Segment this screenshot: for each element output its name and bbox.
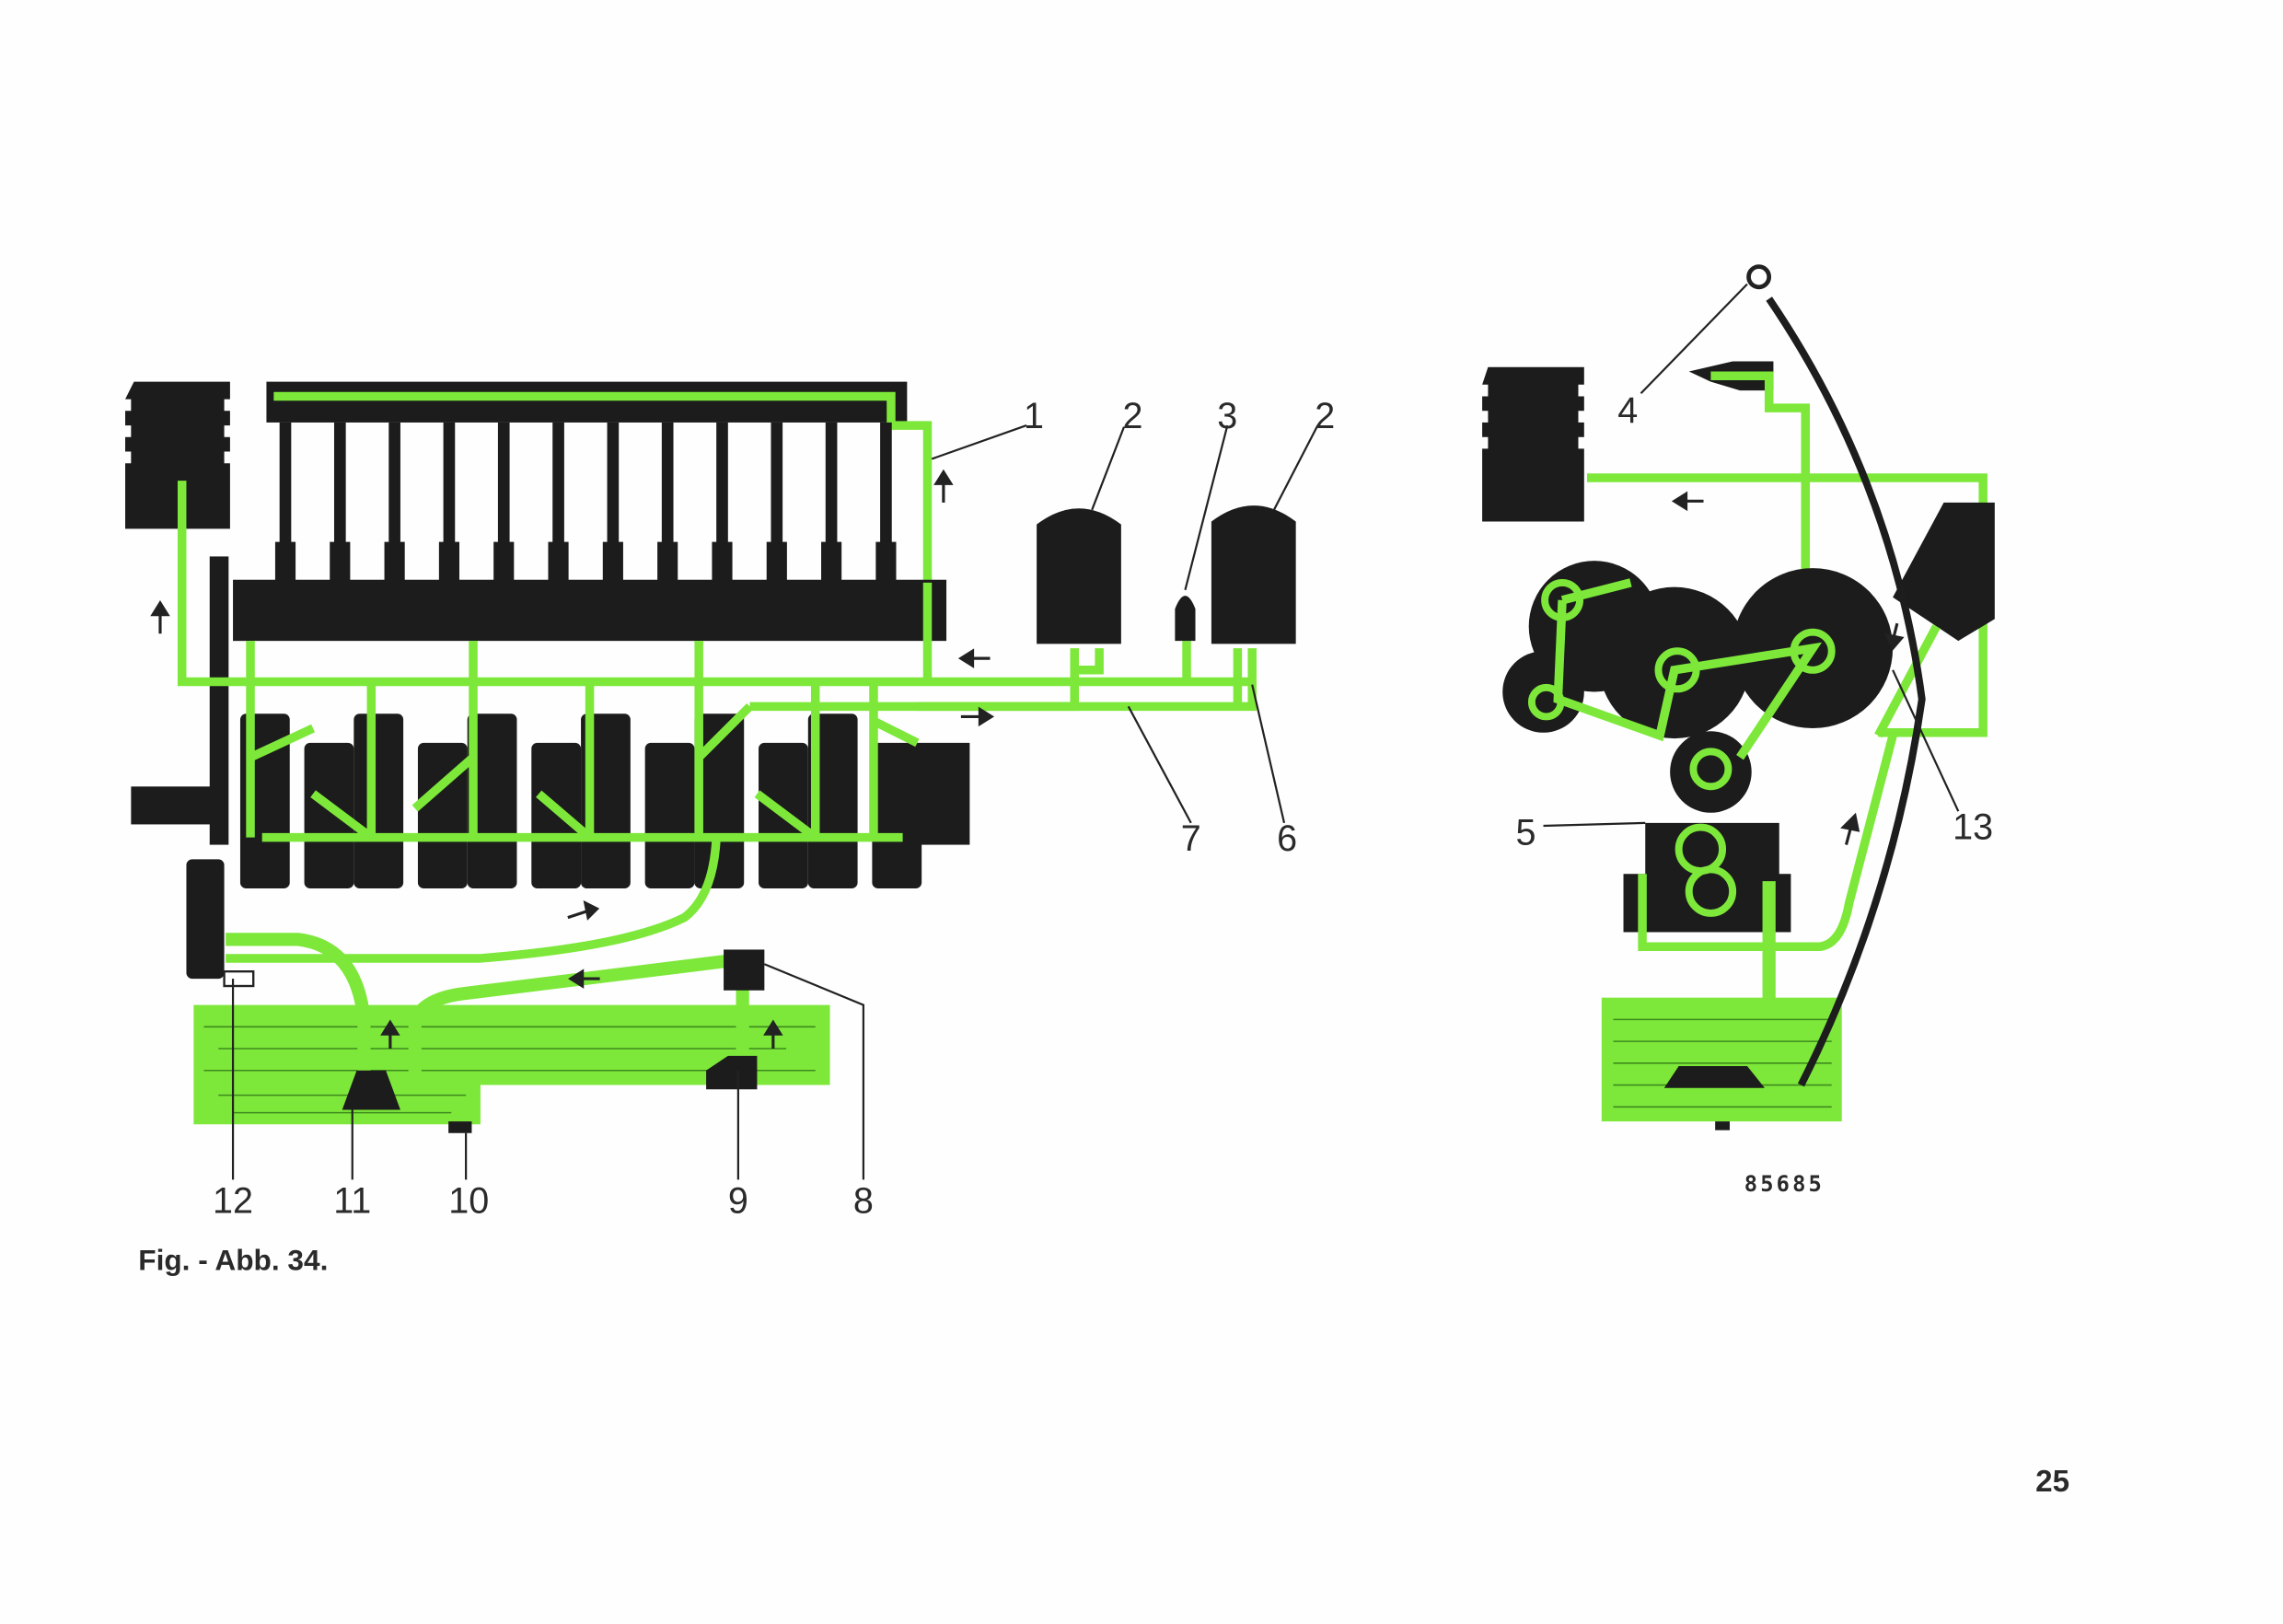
oil-sump-right	[1601, 997, 1842, 1122]
crankshaft	[239, 713, 922, 889]
relief-valve-8	[724, 949, 765, 991]
crank-web	[644, 742, 695, 889]
callout-3: 3	[1217, 396, 1237, 436]
crank-web	[417, 742, 468, 889]
callout-6: 6	[1277, 818, 1297, 859]
engine-cross-section	[1482, 264, 1995, 1131]
tappet	[875, 541, 897, 583]
drain-plug-right	[1715, 1121, 1730, 1131]
tappet	[330, 541, 351, 583]
tappet	[821, 541, 842, 583]
tappet	[602, 541, 623, 583]
callout-8: 8	[853, 1181, 874, 1222]
sensor-12	[223, 970, 255, 988]
dipstick-handle[interactable]	[1746, 264, 1772, 290]
crank-web	[531, 742, 582, 889]
oil-filter-right	[1482, 366, 1584, 522]
tappet	[493, 541, 515, 583]
engine-side-view	[125, 381, 1319, 1180]
figure-caption: Fig. - Abb. 34.	[138, 1243, 328, 1276]
camshaft	[233, 579, 947, 642]
callout-12: 12	[213, 1181, 253, 1222]
oil-pressure-switch	[186, 859, 225, 980]
gear-pump-drive	[1670, 731, 1752, 813]
pushrods	[274, 422, 897, 583]
crank-web	[807, 713, 858, 889]
tappet	[712, 541, 733, 583]
tappet	[384, 541, 405, 583]
gear-b	[1598, 586, 1751, 739]
tappet	[766, 541, 787, 583]
oil-filter-left	[125, 381, 230, 529]
callout-11: 11	[333, 1181, 371, 1222]
rocker-shaft	[266, 381, 908, 423]
tappet	[657, 541, 678, 583]
callout-1: 1	[1024, 396, 1044, 436]
pump-9	[706, 1055, 758, 1090]
callout-13: 13	[1953, 806, 1993, 847]
figure-code: 85685	[1744, 1171, 1825, 1197]
crank-web	[872, 742, 922, 889]
callout-5: 5	[1516, 813, 1536, 853]
callout-9: 9	[728, 1181, 748, 1222]
crank-web	[353, 713, 404, 889]
crank-web	[304, 742, 354, 889]
callout-7: 7	[1181, 818, 1201, 859]
flywheel	[209, 556, 229, 845]
valve-3	[1175, 596, 1196, 642]
filter-2a	[1037, 508, 1121, 644]
filter-2b	[1211, 505, 1296, 644]
oil-strainer-11	[342, 1070, 400, 1110]
callout-4: 4	[1617, 390, 1638, 431]
flow-arrows	[150, 469, 995, 1050]
crank-nose	[131, 786, 216, 825]
page-number: 25	[2035, 1465, 2069, 1499]
crank-rear	[917, 742, 970, 845]
drain-plug-10	[448, 1121, 472, 1133]
tappet	[274, 541, 296, 583]
strainer-right	[1663, 1065, 1765, 1088]
callout-10: 10	[448, 1181, 489, 1222]
cylinder-head	[1893, 502, 1995, 642]
crank-web	[694, 713, 745, 889]
tappet	[438, 541, 460, 583]
crank-web	[467, 713, 517, 889]
callout-2a: 2	[1123, 396, 1143, 436]
flow-arrows-right	[1671, 491, 1905, 845]
oil-pump-5	[1623, 822, 1791, 933]
dipstick[interactable]	[1766, 296, 1926, 1087]
callout-2b: 2	[1315, 396, 1335, 436]
tappet	[548, 541, 569, 583]
